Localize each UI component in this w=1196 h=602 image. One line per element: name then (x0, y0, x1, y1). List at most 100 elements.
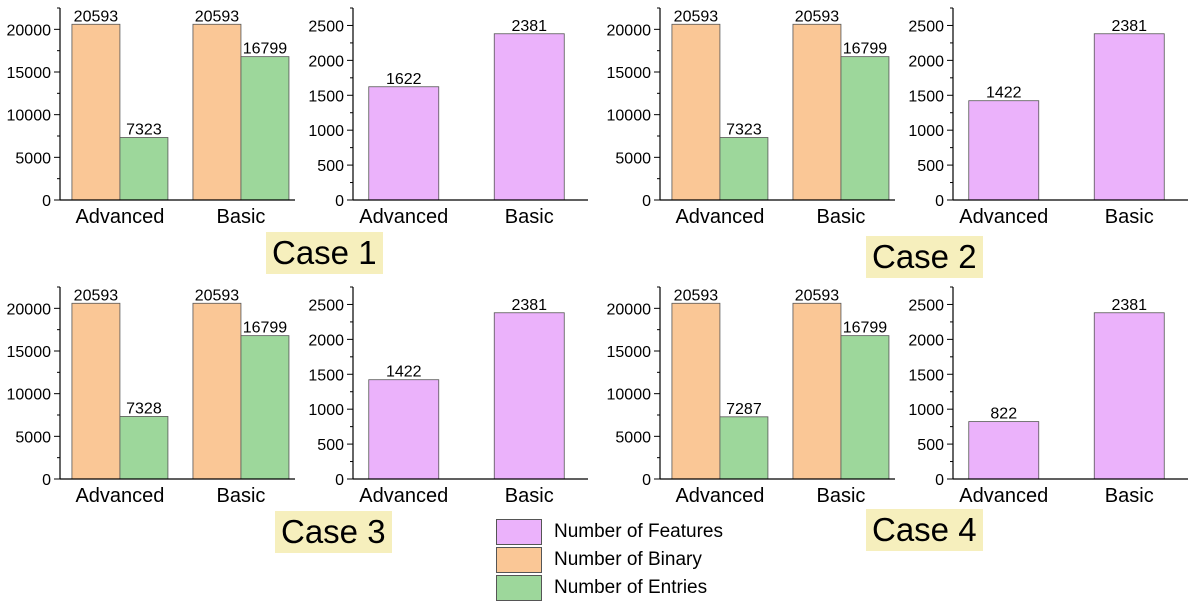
x-tick-label: Advanced (75, 206, 164, 228)
bar-advanced-number-of-features (968, 100, 1040, 201)
bar-advanced-number-of-binary (671, 23, 721, 201)
x-tick-label: Basic (1105, 206, 1154, 228)
y-tick-label: 0 (335, 193, 344, 210)
data-label: 20593 (195, 8, 240, 25)
y-tick-label: 0 (642, 193, 651, 210)
bar-basic-number-of-features (493, 312, 565, 480)
y-tick-label: 15000 (607, 65, 652, 82)
y-tick-label: 20000 (607, 301, 652, 318)
chart-5: 05000100001500020000205937328Advanced205… (7, 286, 295, 507)
bar-advanced-number-of-binary (671, 302, 721, 480)
x-tick-label: Basic (816, 206, 865, 228)
x-tick-label: Basic (505, 206, 554, 228)
bar-basic-number-of-features (493, 33, 565, 201)
data-label: 2381 (511, 297, 547, 314)
bar-basic-number-of-entries (240, 56, 290, 201)
bar-advanced-number-of-entries (119, 137, 169, 201)
y-tick-label: 2000 (908, 332, 944, 349)
case-label-4: Case 4 (866, 509, 983, 551)
legend-swatch-features (496, 519, 542, 545)
y-tick-label: 2500 (308, 297, 344, 314)
legend-label-entries: Number of Entries (554, 577, 708, 598)
legend-label-features: Number of Features (554, 521, 723, 542)
bar-advanced-number-of-features (368, 379, 440, 480)
bar-basic-number-of-features (1093, 312, 1165, 480)
bar-advanced-number-of-binary (71, 23, 121, 201)
x-tick-label: Basic (216, 206, 265, 228)
y-tick-label: 15000 (607, 344, 652, 361)
legend: Number of Features Number of Binary Numb… (496, 518, 796, 602)
y-tick-label: 0 (42, 193, 51, 210)
y-tick-label: 1000 (908, 402, 944, 419)
bar-basic-number-of-features (1093, 33, 1165, 201)
data-label: 7323 (126, 122, 162, 139)
y-tick-label: 1500 (908, 367, 944, 384)
y-tick-label: 1500 (308, 367, 344, 384)
y-tick-label: 10000 (7, 108, 52, 125)
y-tick-label: 0 (335, 472, 344, 489)
y-tick-label: 20000 (7, 301, 52, 318)
y-tick-label: 20000 (607, 22, 652, 39)
chart-4: 050010001500200025001422Advanced2381Basi… (908, 7, 1188, 228)
case-label-1: Case 1 (266, 232, 383, 274)
y-tick-label: 2500 (908, 297, 944, 314)
data-label: 20593 (795, 287, 840, 304)
y-tick-label: 500 (317, 437, 344, 454)
legend-swatch-entries (496, 575, 542, 601)
x-tick-label: Advanced (75, 485, 164, 507)
y-tick-label: 5000 (615, 429, 651, 446)
bar-advanced-number-of-features (368, 86, 440, 201)
y-tick-label: 0 (642, 472, 651, 489)
y-tick-label: 1500 (308, 88, 344, 105)
x-tick-label: Advanced (359, 485, 448, 507)
x-tick-label: Advanced (675, 485, 764, 507)
y-tick-label: 2500 (308, 18, 344, 35)
data-label: 1622 (386, 71, 422, 88)
chart-2: 050010001500200025001622Advanced2381Basi… (308, 7, 588, 228)
y-tick-label: 15000 (7, 65, 52, 82)
bar-basic-number-of-binary (792, 302, 842, 480)
y-tick-label: 5000 (615, 150, 651, 167)
data-label: 1422 (386, 364, 422, 381)
x-tick-label: Basic (505, 485, 554, 507)
data-label: 2381 (1111, 18, 1147, 35)
y-tick-label: 0 (935, 193, 944, 210)
bar-basic-number-of-entries (840, 56, 890, 201)
x-tick-label: Advanced (959, 485, 1048, 507)
y-tick-label: 1500 (908, 88, 944, 105)
chart-7: 05000100001500020000205937287Advanced205… (607, 286, 895, 507)
bar-basic-number-of-binary (192, 23, 242, 201)
data-label: 7287 (726, 401, 762, 418)
bar-basic-number-of-binary (192, 302, 242, 480)
y-tick-label: 500 (917, 158, 944, 175)
legend-item-binary: Number of Binary (496, 546, 796, 574)
bar-advanced-number-of-entries (119, 416, 169, 480)
data-label: 2381 (511, 18, 547, 35)
data-label: 20593 (674, 287, 719, 304)
data-label: 16799 (243, 41, 288, 58)
chart-6: 050010001500200025001422Advanced2381Basi… (308, 286, 588, 507)
y-tick-label: 1000 (908, 123, 944, 140)
chart-1: 05000100001500020000205937323Advanced205… (7, 7, 295, 228)
bar-advanced-number-of-entries (719, 137, 769, 201)
data-label: 16799 (843, 41, 888, 58)
y-tick-label: 1000 (308, 402, 344, 419)
y-tick-label: 0 (42, 472, 51, 489)
data-label: 7328 (126, 400, 162, 417)
bar-advanced-number-of-binary (71, 302, 121, 480)
data-label: 20593 (74, 8, 119, 25)
case-label-3: Case 3 (275, 511, 392, 553)
x-tick-label: Basic (216, 485, 265, 507)
y-tick-label: 2000 (308, 53, 344, 70)
data-label: 822 (990, 406, 1017, 423)
bar-basic-number-of-entries (840, 335, 890, 480)
data-label: 20593 (74, 287, 119, 304)
y-tick-label: 0 (935, 472, 944, 489)
data-label: 1422 (986, 85, 1022, 102)
chart-3: 05000100001500020000205937323Advanced205… (607, 7, 895, 228)
y-tick-label: 500 (917, 437, 944, 454)
data-label: 2381 (1111, 297, 1147, 314)
y-tick-label: 20000 (7, 22, 52, 39)
legend-swatch-binary (496, 547, 542, 573)
